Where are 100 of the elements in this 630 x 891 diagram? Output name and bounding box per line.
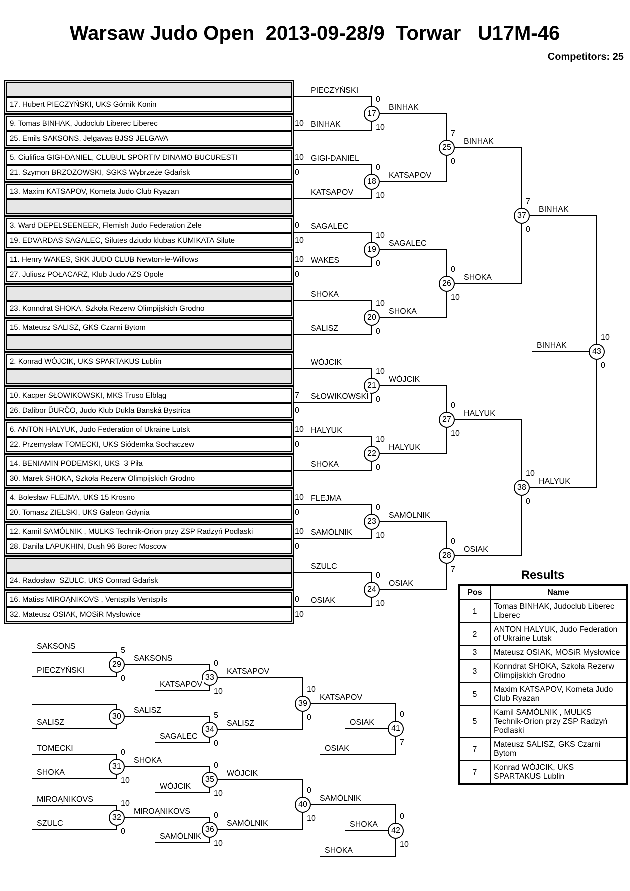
match-circle: 36 (202, 822, 218, 838)
match-circle: 29 (109, 657, 125, 673)
bracket-line (320, 736, 396, 756)
empty-entry-box (6, 199, 292, 214)
empty-entry-box (6, 286, 292, 301)
score: 10 (307, 685, 316, 695)
edge-label: SAMÓLNIK (159, 832, 202, 842)
bracket-line (294, 96, 372, 106)
match-circle: 30 (109, 709, 125, 725)
edge-label: PIECZYŃSKI (310, 86, 360, 96)
score: 10 (376, 299, 385, 309)
edge-label: HALYUK (538, 477, 572, 487)
table-cell: 5 (459, 682, 490, 706)
edge-label: KATSAPOV (388, 171, 433, 181)
score: 0 (121, 748, 126, 758)
bracket-line (380, 156, 448, 182)
table-cell: 1 (459, 600, 490, 622)
entry-pair-box (4, 454, 294, 488)
bracket-line (218, 678, 304, 696)
table-header-cell: Pos (459, 585, 490, 600)
bracket-line (294, 436, 372, 446)
bracket-line (32, 724, 118, 730)
entry-pair-box (4, 590, 294, 624)
bracket-line (218, 712, 304, 730)
edge-label: OSIAK (388, 579, 414, 589)
entry-pair-box (4, 318, 294, 352)
edge-label: KATSAPOV (159, 680, 204, 690)
bracket-line (380, 564, 448, 590)
title: Warsaw Judo Open 2013-09-28/9 Torwar U17M-46 (68, 22, 562, 46)
entry-pair-box (4, 148, 294, 182)
edge-label: SALISZ (133, 706, 163, 716)
edge-label: SAGALEC (388, 239, 428, 249)
edge-label: SAMÓLNIK (319, 794, 362, 804)
score: 0 (295, 508, 300, 518)
edge-label: SHOKA (463, 273, 494, 283)
entry-pair-box (4, 522, 294, 556)
score: 7 (526, 197, 530, 207)
entry-pair-box (4, 250, 294, 284)
score: 0 (214, 659, 218, 669)
bracket-line (124, 716, 210, 722)
score: 0 (451, 537, 456, 547)
score: 0 (307, 713, 312, 723)
score: 0 (526, 225, 530, 235)
score: 5 (121, 646, 126, 656)
entry-pair-box (4, 352, 294, 386)
score: 10 (376, 435, 385, 445)
score: 10 (376, 367, 385, 377)
bracket-line (32, 806, 118, 810)
empty-entry-box (6, 369, 292, 384)
score: 0 (376, 163, 380, 173)
edge-label: SALISZ (36, 718, 66, 728)
score: 0 (295, 406, 300, 416)
competitor-count: Competitors: 25 (548, 52, 624, 63)
match-circle: 24 (364, 582, 380, 598)
score: 10 (214, 839, 223, 849)
score: 10 (295, 254, 304, 264)
table-cell: 5 (459, 706, 490, 738)
table-cell: Kamil SAMÓLNIK , MULKS Technik-Orion przy ZSP Radzyń Podlaski (490, 706, 627, 738)
score: 0 (307, 786, 312, 796)
score: 10 (376, 191, 385, 201)
score: 0 (376, 95, 380, 105)
score: 0 (295, 594, 300, 604)
score: 0 (376, 503, 380, 513)
edge-label: KATSAPOV (310, 188, 355, 198)
empty-entry-box (6, 558, 292, 573)
edge-label: PIECZYŃSKI (36, 666, 86, 676)
score: 0 (451, 401, 456, 411)
edge-label: OSIAK (324, 744, 350, 754)
bracket-line (32, 754, 118, 760)
match-circle: 34 (202, 722, 218, 738)
score: 7 (400, 738, 404, 748)
edge-label: SZULC (36, 819, 64, 829)
score: 0 (295, 270, 300, 280)
score: 0 (295, 440, 300, 450)
bracket-line (32, 672, 118, 678)
edge-label: SHOKA (133, 756, 164, 766)
score: 10 (214, 687, 223, 697)
score: 10 (121, 799, 130, 809)
edge-label: SAGALEC (159, 732, 199, 742)
bracket-line (294, 258, 372, 268)
score: 7 (295, 390, 300, 400)
bracket-line (124, 818, 210, 822)
entry-pair-box (4, 556, 294, 590)
score: 0 (376, 327, 380, 337)
bracket-line (294, 394, 372, 404)
edge-label: GIGI-DANIEL (310, 154, 360, 164)
empty-entry-box (6, 335, 292, 350)
edge-label: HALYUK (463, 409, 496, 419)
edge-label: SALISZ (226, 719, 256, 729)
match-circle: 38 (514, 480, 530, 496)
score: 10 (601, 333, 610, 343)
edge-label: SHOKA (349, 820, 380, 830)
entry-pair-box (4, 488, 294, 522)
bracket-line (454, 224, 522, 284)
results-heading: Results (520, 568, 566, 582)
bracket-line (380, 250, 448, 276)
edge-label: SHOKA (324, 846, 354, 856)
score: 10 (376, 231, 385, 241)
score: 0 (214, 739, 218, 749)
edge-label: SAKSONS (36, 642, 77, 652)
